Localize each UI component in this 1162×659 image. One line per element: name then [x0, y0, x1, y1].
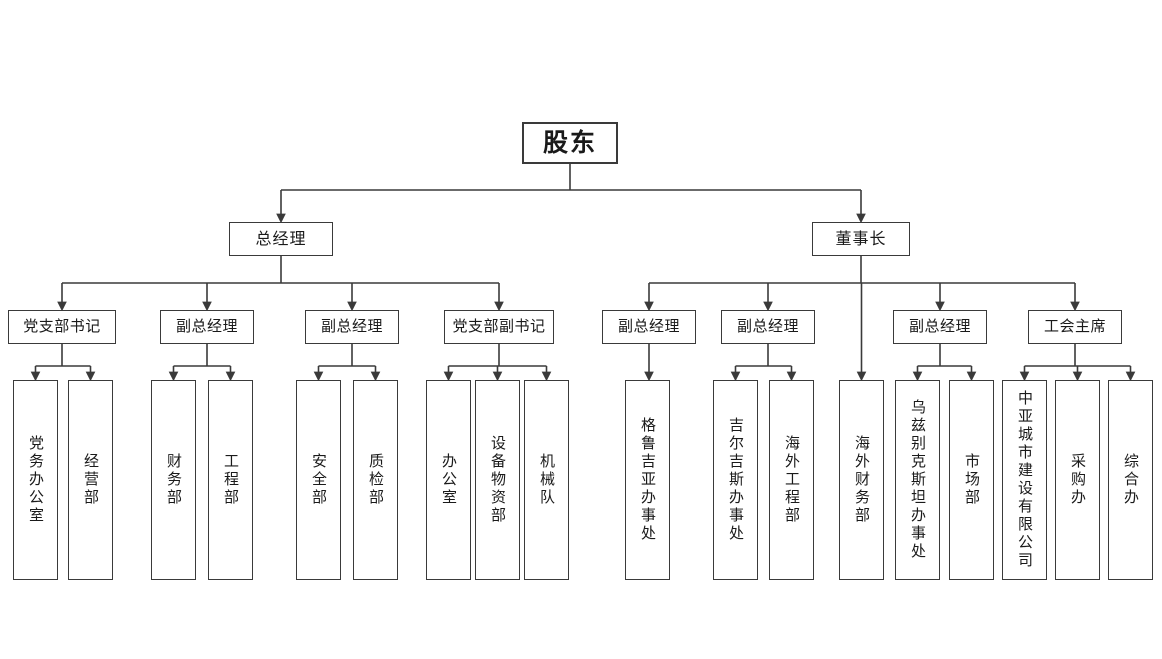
org-node-leaf_6[interactable]: 质检部 — [353, 380, 398, 580]
org-node-leaf_17[interactable]: 采购办 — [1055, 380, 1100, 580]
org-node-label: 格鲁吉亚办事处 — [639, 417, 658, 543]
org-node-leaf_12[interactable]: 海外工程部 — [769, 380, 814, 580]
org-node-gm[interactable]: 总经理 — [229, 222, 333, 256]
org-node-label: 工程部 — [222, 453, 241, 507]
connector-lines — [30, 164, 1136, 382]
org-node-label: 设备物资部 — [489, 435, 508, 525]
org-node-label: 机械队 — [538, 453, 557, 507]
org-node-label: 海外工程部 — [783, 435, 802, 525]
org-node-root[interactable]: 股东 — [522, 122, 618, 164]
org-node-label: 副总经理 — [175, 317, 238, 336]
org-node-label: 党务办公室 — [27, 435, 46, 525]
org-node-leaf_18[interactable]: 综合办 — [1108, 380, 1153, 580]
org-node-leaf_15[interactable]: 市场部 — [949, 380, 994, 580]
org-node-leaf_2[interactable]: 经营部 — [68, 380, 113, 580]
org-node-l3_7[interactable]: 副总经理 — [893, 310, 987, 344]
org-node-label: 综合办 — [1122, 453, 1141, 507]
org-node-l3_4[interactable]: 党支部副书记 — [444, 310, 554, 344]
org-node-label: 工会主席 — [1043, 317, 1106, 336]
org-node-label: 中亚城市建设有限公司 — [1016, 390, 1035, 570]
org-node-label: 经营部 — [82, 453, 101, 507]
org-node-label: 副总经理 — [320, 317, 383, 336]
org-node-label: 海外财务部 — [853, 435, 872, 525]
org-node-leaf_4[interactable]: 工程部 — [208, 380, 253, 580]
org-node-leaf_10[interactable]: 格鲁吉亚办事处 — [625, 380, 670, 580]
org-node-leaf_7[interactable]: 办公室 — [426, 380, 471, 580]
org-node-label: 财务部 — [165, 453, 184, 507]
org-node-leaf_1[interactable]: 党务办公室 — [13, 380, 58, 580]
org-node-label: 党支部书记 — [23, 317, 101, 336]
org-node-label: 办公室 — [440, 453, 459, 507]
org-node-label: 安全部 — [310, 453, 329, 507]
org-node-leaf_3[interactable]: 财务部 — [151, 380, 196, 580]
org-node-leaf_11[interactable]: 吉尔吉斯办事处 — [713, 380, 758, 580]
org-node-label: 副总经理 — [908, 317, 971, 336]
org-node-leaf_14[interactable]: 乌兹别克斯坦办事处 — [895, 380, 940, 580]
org-node-label: 采购办 — [1069, 453, 1088, 507]
org-node-l3_1[interactable]: 党支部书记 — [8, 310, 116, 344]
org-node-label: 总经理 — [255, 228, 307, 248]
org-node-l3_8[interactable]: 工会主席 — [1028, 310, 1122, 344]
org-node-leaf_16[interactable]: 中亚城市建设有限公司 — [1002, 380, 1047, 580]
org-node-label: 董事长 — [835, 228, 887, 248]
org-node-label: 市场部 — [963, 453, 982, 507]
org-node-chairman[interactable]: 董事长 — [812, 222, 910, 256]
org-node-leaf_8[interactable]: 设备物资部 — [475, 380, 520, 580]
org-node-label: 吉尔吉斯办事处 — [727, 417, 746, 543]
org-node-label: 乌兹别克斯坦办事处 — [909, 399, 928, 561]
org-node-leaf_13[interactable]: 海外财务部 — [839, 380, 884, 580]
org-node-label: 质检部 — [367, 453, 386, 507]
org-node-l3_2[interactable]: 副总经理 — [160, 310, 254, 344]
org-node-l3_3[interactable]: 副总经理 — [305, 310, 399, 344]
org-node-label: 副总经理 — [617, 317, 680, 336]
org-node-l3_5[interactable]: 副总经理 — [602, 310, 696, 344]
org-node-l3_6[interactable]: 副总经理 — [721, 310, 815, 344]
org-node-leaf_9[interactable]: 机械队 — [524, 380, 569, 580]
org-node-leaf_5[interactable]: 安全部 — [296, 380, 341, 580]
org-node-label: 股东 — [542, 127, 597, 157]
org-node-label: 副总经理 — [736, 317, 799, 336]
org-node-label: 党支部副书记 — [452, 317, 546, 336]
